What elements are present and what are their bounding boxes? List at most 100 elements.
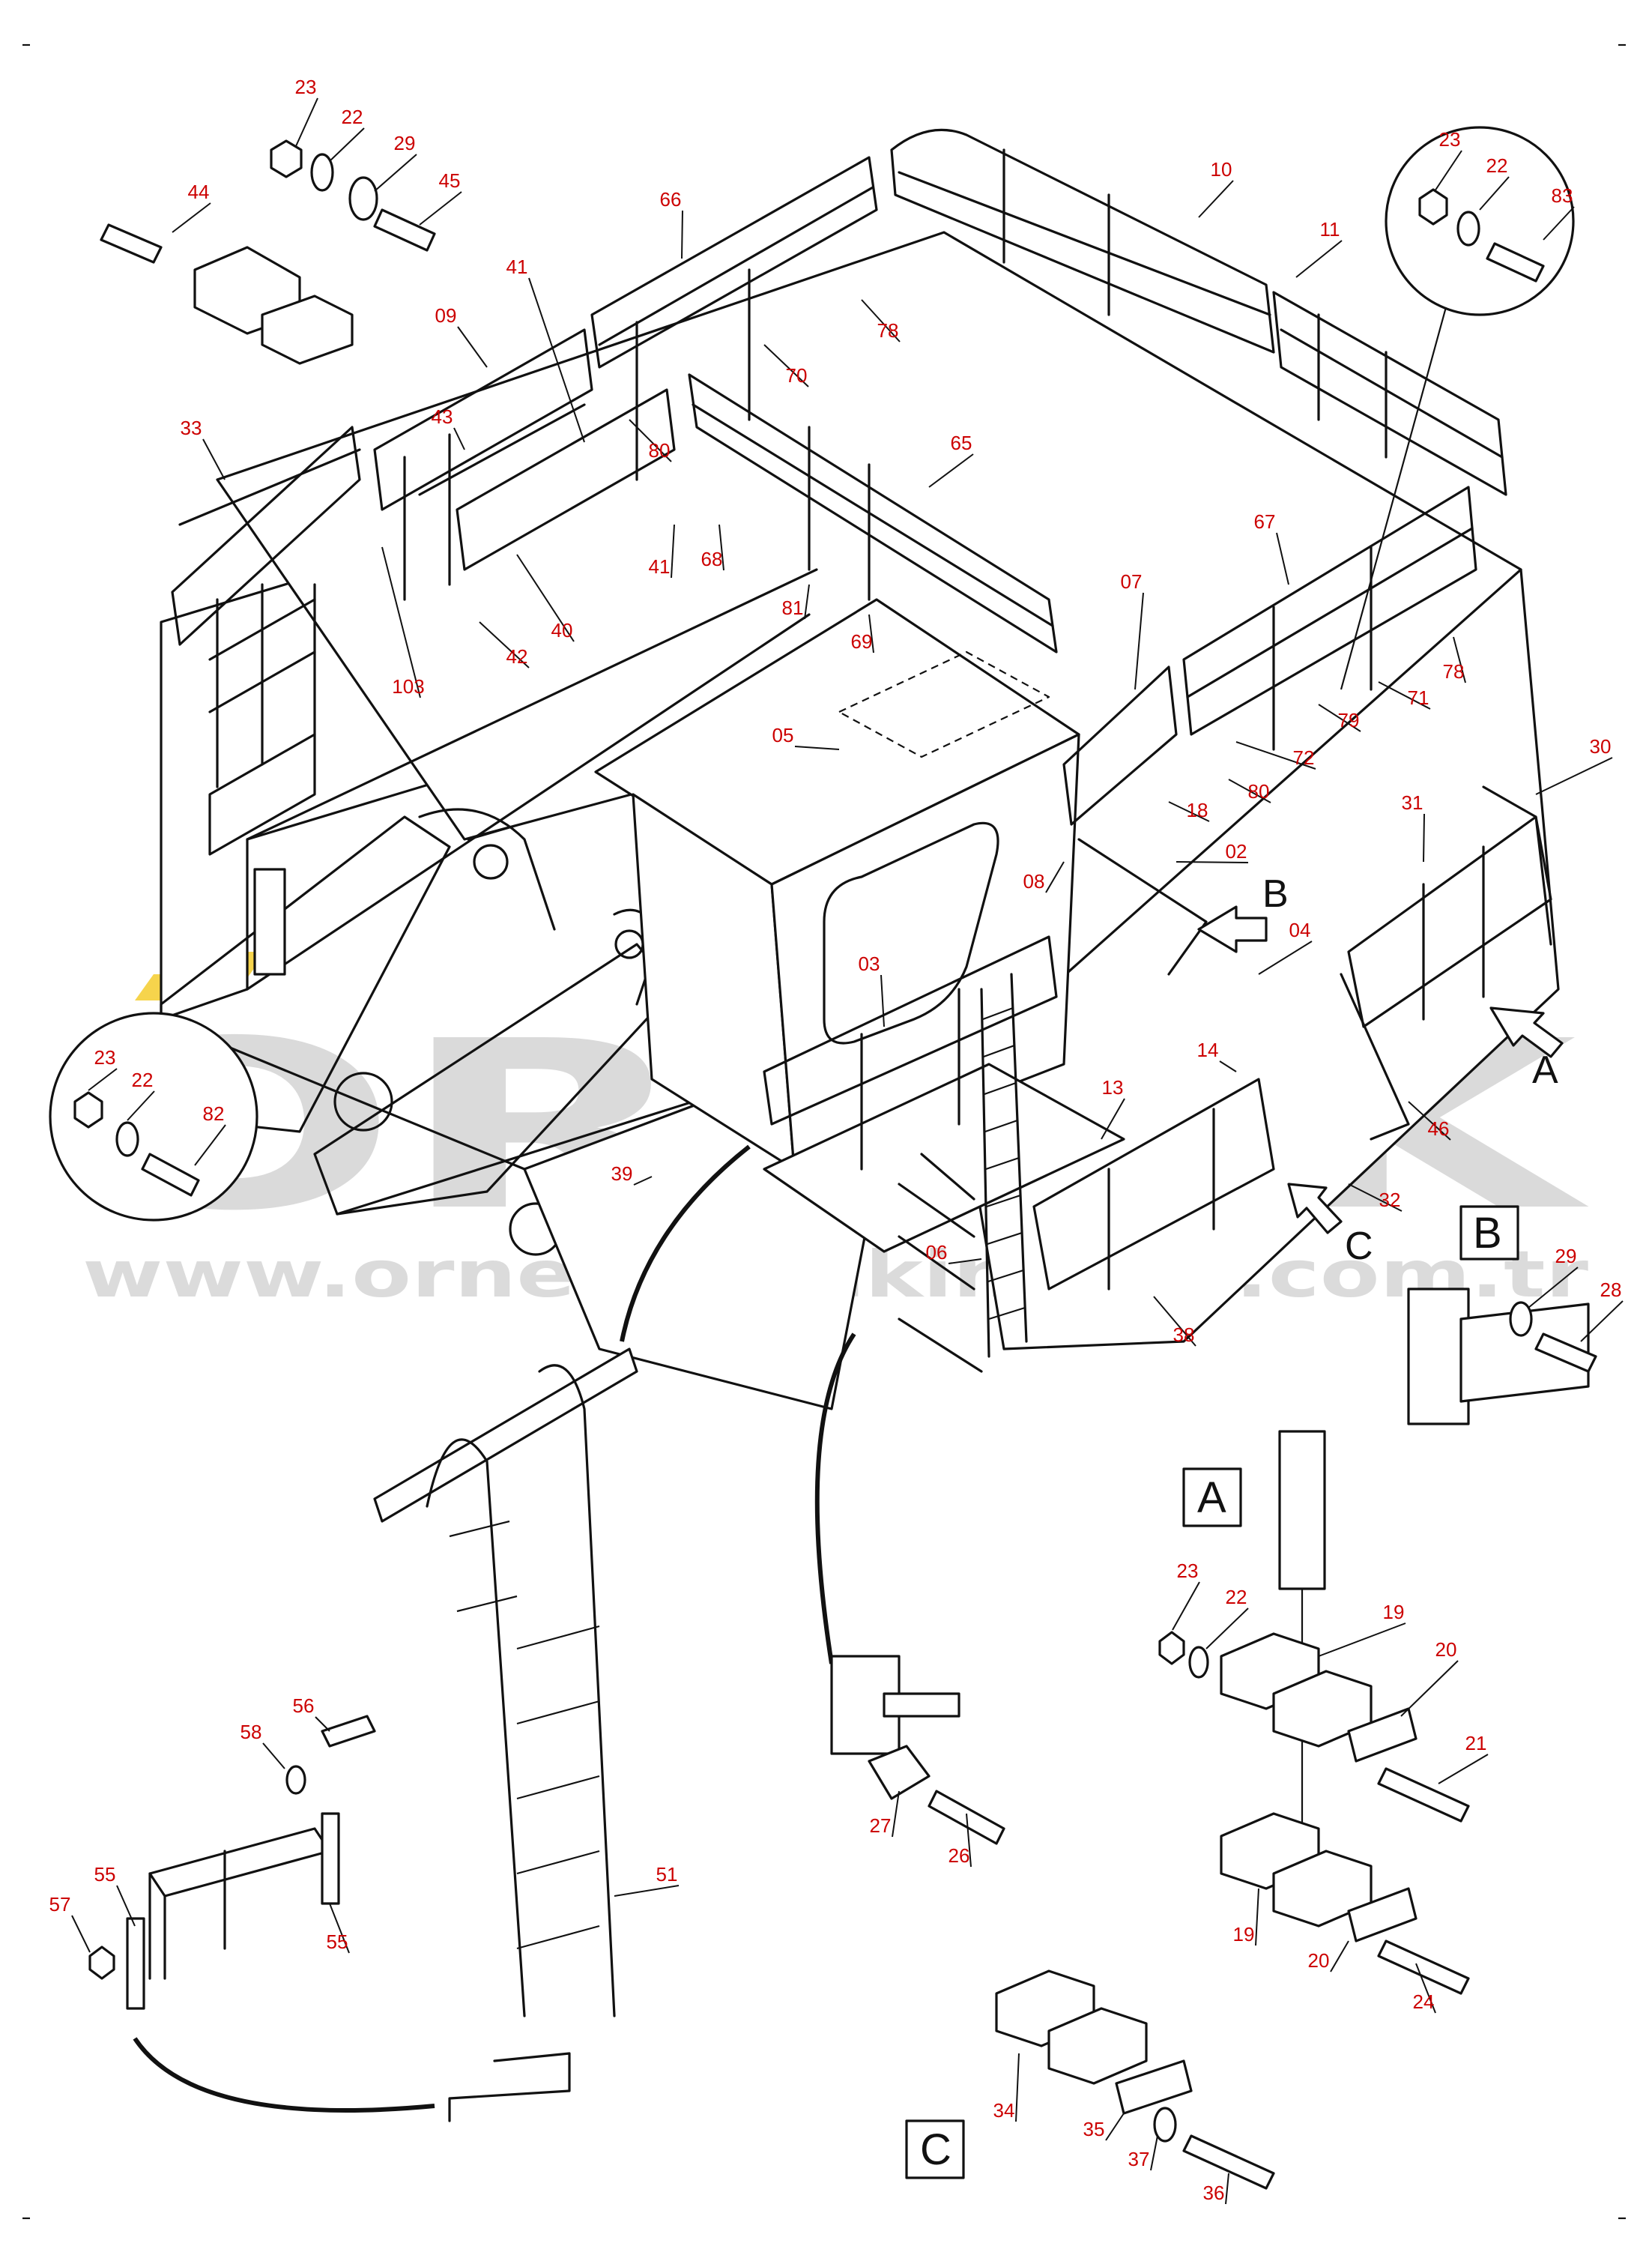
callout-leader-line xyxy=(804,584,810,620)
rail-65 xyxy=(688,373,1058,653)
callout-leader-line xyxy=(948,1258,982,1264)
part-callout: 83 xyxy=(1543,184,1575,241)
callout-part-number: 67 xyxy=(1254,510,1276,533)
callout-leader-line xyxy=(1479,176,1510,211)
callout-leader-line xyxy=(861,299,901,342)
callout-leader-line xyxy=(1434,150,1462,192)
callout-leader-line xyxy=(1453,636,1466,683)
callout-leader-line xyxy=(1235,741,1316,770)
boom-upper-link xyxy=(418,808,556,931)
callout-part-number: 82 xyxy=(203,1102,225,1125)
callout-part-number: 23 xyxy=(1439,128,1461,151)
callout-leader-line xyxy=(381,546,421,698)
arrow-label-b: B xyxy=(1262,872,1289,916)
part-callout: 32 xyxy=(1348,1183,1403,1212)
callout-part-number: 39 xyxy=(611,1162,633,1185)
part-callout: 58 xyxy=(240,1721,285,1769)
callout-part-number: 08 xyxy=(1023,870,1045,893)
view-box-c xyxy=(905,2119,965,2179)
callout-part-number: 27 xyxy=(870,1814,892,1837)
part-callout: 39 xyxy=(611,1162,653,1186)
callout-part-number: 11 xyxy=(1320,218,1340,241)
callout-leader-line xyxy=(1528,1267,1579,1308)
callout-leader-line xyxy=(868,614,874,653)
callout-leader-line xyxy=(1276,532,1289,585)
part-callout: 71 xyxy=(1378,681,1431,710)
part-callout: 45 xyxy=(419,169,462,226)
callout-leader-line xyxy=(528,277,585,443)
callout-part-number: 70 xyxy=(786,364,808,387)
view-b-bracket xyxy=(1407,1288,1597,1425)
handrails xyxy=(171,128,1552,1291)
part-callout: 43 xyxy=(432,405,465,450)
callout-leader-line xyxy=(1134,592,1144,690)
part-callout: 08 xyxy=(1023,861,1065,893)
cab-window xyxy=(823,821,999,1045)
callout-part-number: 58 xyxy=(240,1721,262,1743)
part-callout: 57 xyxy=(49,1893,91,1953)
callout-leader-line xyxy=(1205,1608,1249,1649)
rail-07 xyxy=(1062,665,1178,826)
view-arrow-b xyxy=(1197,905,1268,953)
part-callout: 70 xyxy=(763,344,809,387)
callout-leader-line xyxy=(1101,1098,1125,1140)
callout-leader-line xyxy=(1045,861,1065,893)
rail-09 xyxy=(373,328,593,511)
rail-02 xyxy=(1077,838,1208,976)
part-callout: 41 xyxy=(506,256,585,443)
callout-leader-line xyxy=(516,554,575,642)
part-callout: 23 xyxy=(88,1046,118,1091)
cab-side-wall xyxy=(770,733,1080,1171)
part-callout: 79 xyxy=(1318,704,1361,732)
callout-part-number: 45 xyxy=(439,169,461,192)
boom-pin-top xyxy=(473,844,509,880)
callout-leader-line xyxy=(262,1742,285,1769)
callout-part-number: 26 xyxy=(948,1844,970,1867)
callout-part-number: 68 xyxy=(701,548,723,570)
rail-67 xyxy=(1182,486,1477,736)
callout-part-number: 71 xyxy=(1408,686,1429,709)
part-callout: 72 xyxy=(1235,741,1316,770)
callout-leader-line xyxy=(1153,1296,1196,1347)
callout-leader-line xyxy=(1378,681,1431,710)
boom-chord-2 xyxy=(246,613,811,991)
callout-leader-line xyxy=(1198,180,1234,218)
part-callout: 24 xyxy=(1413,1963,1436,2014)
view-arrows: B A C xyxy=(1197,872,1564,1268)
view-c-assembly xyxy=(995,1969,1275,2190)
callout-part-number: 80 xyxy=(649,439,671,462)
part-callout: 69 xyxy=(851,614,874,653)
part-callout: 80 xyxy=(629,419,672,462)
callout-leader-line xyxy=(1168,801,1210,822)
callout-part-number: 56 xyxy=(293,1694,315,1717)
callout-part-number: 23 xyxy=(295,76,317,98)
callout-part-number: 32 xyxy=(1379,1189,1401,1211)
callout-leader-line xyxy=(457,326,488,368)
part-callout: 07 xyxy=(1121,570,1144,690)
view-box-a xyxy=(1182,1467,1242,1527)
rail-10-mid xyxy=(898,171,1271,316)
rail-10 xyxy=(890,128,1275,354)
callout-part-number: 34 xyxy=(993,2099,1015,2122)
callout-part-number: 29 xyxy=(394,132,416,154)
callout-leader-line xyxy=(681,210,683,259)
ladder-detail xyxy=(373,1347,638,2122)
part-callout: 22 xyxy=(1479,154,1510,211)
access-ladder xyxy=(898,973,1028,1373)
part-callout: 66 xyxy=(660,188,683,259)
rail-66-mid xyxy=(598,186,874,346)
rail-11-mid xyxy=(1280,328,1504,459)
part-callout: 13 xyxy=(1101,1076,1125,1140)
part-callout: 09 xyxy=(435,304,488,368)
callout-part-number: 02 xyxy=(1226,840,1247,863)
callout-leader-line xyxy=(1295,240,1343,278)
callout-leader-line xyxy=(1172,1581,1200,1631)
part-callout: 11 xyxy=(1295,218,1343,278)
part-callout: 38 xyxy=(1153,1296,1196,1347)
callout-part-number: 33 xyxy=(181,417,202,439)
callout-leader-line xyxy=(1348,1183,1403,1212)
callout-part-number: 23 xyxy=(94,1046,116,1069)
callout-part-number: 29 xyxy=(1555,1245,1577,1267)
callout-part-number: 24 xyxy=(1413,1990,1435,2013)
part-callout: 02 xyxy=(1176,840,1249,863)
